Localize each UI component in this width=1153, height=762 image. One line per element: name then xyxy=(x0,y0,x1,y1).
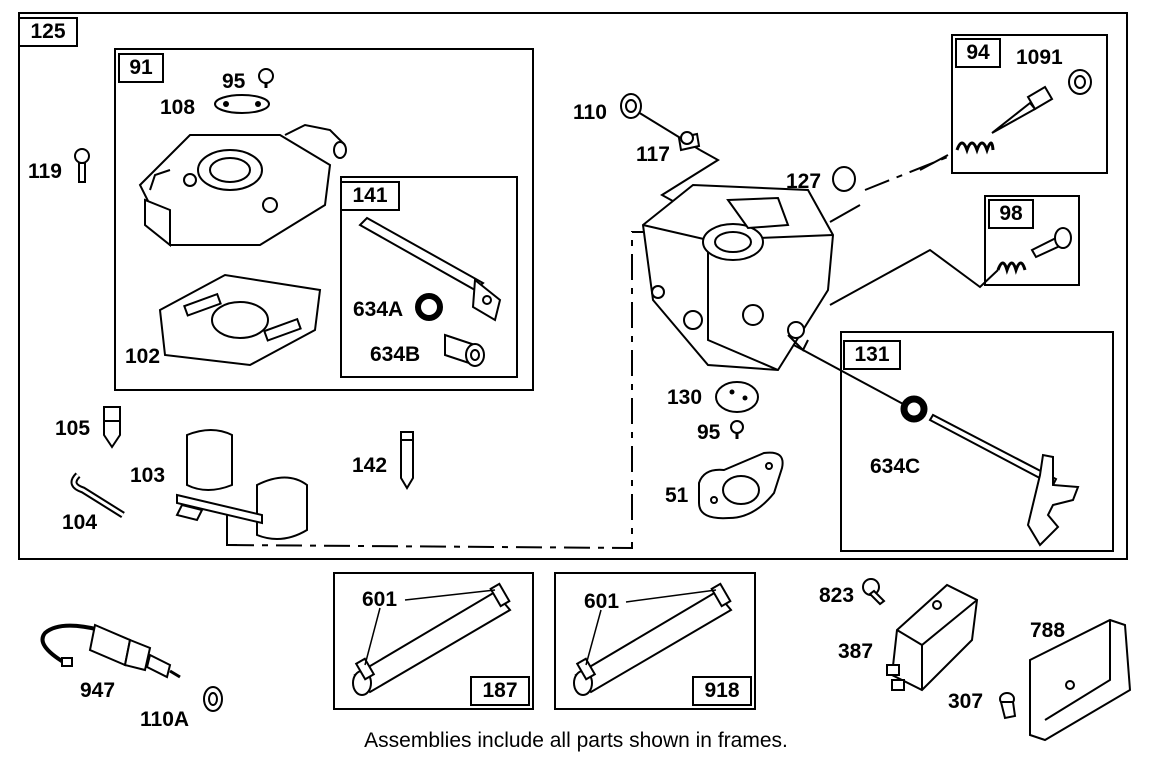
screw-119-icon xyxy=(72,148,92,193)
frame-label-98: 98 xyxy=(988,199,1034,229)
screw-117-icon xyxy=(677,130,707,157)
frame-label-94: 94 xyxy=(955,38,1001,68)
screw-95-center-icon xyxy=(728,420,746,445)
pin-104-icon xyxy=(68,470,128,525)
part-label-95-top: 95 xyxy=(222,70,246,93)
frame-131 xyxy=(840,331,1114,552)
solenoid-947-icon xyxy=(35,615,185,700)
washer-110-icon xyxy=(617,92,645,125)
gasket-108-icon xyxy=(212,92,272,121)
bushing-634B-icon xyxy=(440,325,490,375)
part-label-102: 102 xyxy=(125,345,161,368)
part-label-601-a: 601 xyxy=(362,588,398,611)
part-label-103: 103 xyxy=(130,464,166,487)
part-label-387: 387 xyxy=(838,640,874,663)
frame-125 xyxy=(18,12,1128,560)
fuel-filter-918-icon xyxy=(566,580,746,705)
part-label-1091: 1091 xyxy=(1016,46,1063,69)
part-label-117: 117 xyxy=(636,143,670,166)
carburetor-cover-icon xyxy=(130,115,360,270)
frame-94 xyxy=(951,34,1108,174)
screw-823-icon xyxy=(860,577,890,610)
part-label-127: 127 xyxy=(786,170,822,193)
frame-91 xyxy=(114,48,534,391)
part-label-105: 105 xyxy=(55,417,91,440)
part-label-823: 823 xyxy=(819,584,855,607)
carburetor-body-icon xyxy=(638,180,843,385)
part-label-788: 788 xyxy=(1030,619,1066,642)
part-label-130: 130 xyxy=(667,386,703,409)
cap-1091-icon xyxy=(1065,68,1095,101)
plug-127-icon xyxy=(830,165,858,198)
part-label-634A: 634A xyxy=(353,298,404,321)
bracket-788-icon xyxy=(1015,615,1145,750)
frame-label-91: 91 xyxy=(118,53,164,83)
part-label-307: 307 xyxy=(948,690,984,713)
pin-142-icon xyxy=(396,430,418,495)
frame-label-125: 125 xyxy=(18,17,78,47)
needle-valve-94-icon xyxy=(990,85,1055,140)
part-label-110: 110 xyxy=(573,101,607,124)
spring-94-icon xyxy=(955,130,995,165)
frame-187 xyxy=(333,572,534,710)
part-label-601-b: 601 xyxy=(584,590,620,613)
diagram-caption: Assemblies include all parts shown in fr… xyxy=(364,729,788,752)
throttle-plate-130-icon xyxy=(712,378,762,421)
screw-95-icon xyxy=(256,68,276,93)
part-label-142: 142 xyxy=(352,454,388,477)
part-label-110A: 110A xyxy=(140,708,190,731)
part-label-108: 108 xyxy=(160,96,196,119)
part-label-634B: 634B xyxy=(370,343,421,366)
part-label-51: 51 xyxy=(665,484,689,507)
gasket-102-icon xyxy=(155,270,325,375)
seal-634C-icon xyxy=(900,395,930,430)
frame-label-918: 918 xyxy=(692,676,752,706)
fuel-pump-387-icon xyxy=(882,580,982,705)
part-label-947: 947 xyxy=(80,679,116,702)
washer-110A-icon xyxy=(200,684,226,719)
choke-shaft-131-icon xyxy=(928,413,1083,550)
frame-918 xyxy=(554,572,756,710)
needle-105-icon xyxy=(100,405,124,455)
part-label-104: 104 xyxy=(62,511,98,534)
frame-label-131: 131 xyxy=(843,340,901,370)
frame-label-141: 141 xyxy=(340,181,400,211)
spring-98-icon xyxy=(996,248,1031,283)
screw-98-icon xyxy=(1030,225,1075,265)
frame-label-187: 187 xyxy=(470,676,530,706)
screw-307-icon xyxy=(995,690,1023,725)
frame-141 xyxy=(340,176,518,378)
part-label-634C: 634C xyxy=(870,455,921,478)
gasket-51-icon xyxy=(694,448,789,528)
throttle-shaft-141-icon xyxy=(355,215,505,330)
frame-98 xyxy=(984,195,1080,286)
part-label-119: 119 xyxy=(28,160,62,183)
float-103-icon xyxy=(172,425,312,555)
seal-634A-icon xyxy=(415,293,443,326)
fuel-filter-187-icon xyxy=(345,580,525,705)
part-label-95-center: 95 xyxy=(697,421,721,444)
